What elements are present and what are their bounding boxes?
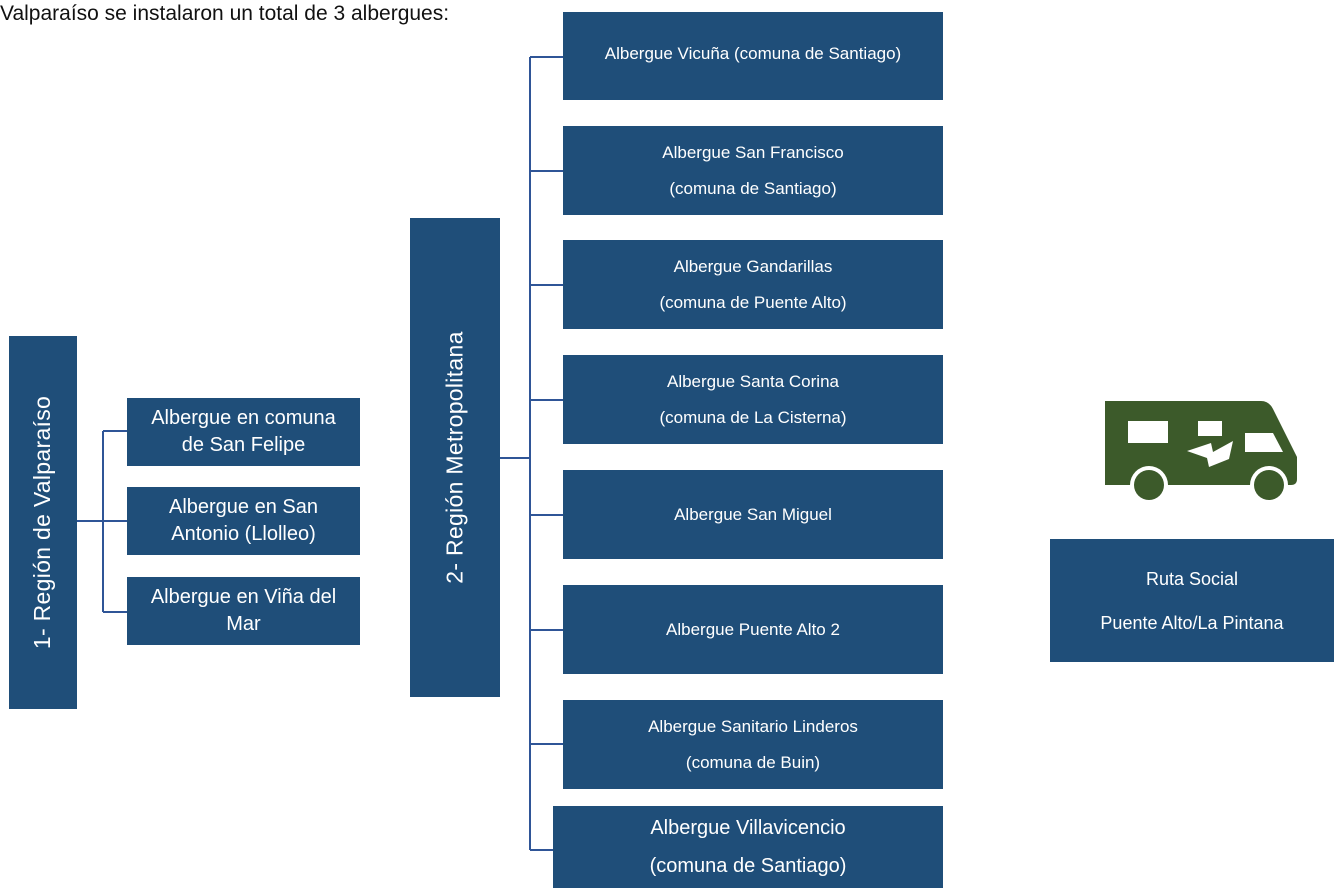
albergue-line1: Albergue San Francisco xyxy=(662,142,844,162)
albergue-line2: Mar xyxy=(226,613,261,635)
albergue-line2: de San Felipe xyxy=(181,434,306,456)
albergue-line2: (comuna de Santiago) xyxy=(669,178,837,198)
albergue-linderos-box: Albergue Sanitario Linderos (comuna de B… xyxy=(563,700,943,789)
albergue-line1: Albergue en Viña del xyxy=(150,586,337,608)
albergue-line1: Albergue Gandarillas xyxy=(673,256,833,276)
albergue-line2: (comuna de Buin) xyxy=(685,752,821,772)
albergue-line2: (comuna de Puente Alto) xyxy=(659,292,847,312)
region-metropolitana-label: 2- Región Metropolitana xyxy=(441,331,468,584)
albergue-san-antonio-box: Albergue en San Antonio (Llolleo) xyxy=(127,487,360,555)
albergue-vina-del-mar-box: Albergue en Viña del Mar xyxy=(127,577,360,645)
ruta-social-title: Ruta Social xyxy=(1145,568,1239,589)
albergue-line1: Albergue San Miguel xyxy=(674,504,832,524)
intro-text: Valparaíso se instalaron un total de 3 a… xyxy=(0,2,450,25)
albergue-line2: (comuna de Santiago) xyxy=(649,855,847,877)
camper-van-icon xyxy=(1105,401,1297,504)
albergue-san-felipe-box: Albergue en comuna de San Felipe xyxy=(127,398,360,466)
albergue-san-miguel-box: Albergue San Miguel xyxy=(563,470,943,559)
ruta-social-box: Ruta Social Puente Alto/La Pintana xyxy=(1050,539,1334,662)
albergue-san-francisco-box: Albergue San Francisco (comuna de Santia… xyxy=(563,126,943,215)
albergue-line2: Antonio (Llolleo) xyxy=(171,523,316,545)
albergue-gandarillas-box: Albergue Gandarillas (comuna de Puente A… xyxy=(563,240,943,329)
albergue-puente-alto-2-box: Albergue Puente Alto 2 xyxy=(563,585,943,674)
albergue-line1: Albergue Puente Alto 2 xyxy=(666,619,840,639)
albergue-line1: Albergue Vicuña (comuna de Santiago) xyxy=(604,44,902,63)
albergue-line1: Albergue Sanitario Linderos xyxy=(648,716,858,736)
albergue-line1: Albergue Villavicencio xyxy=(650,817,846,839)
albergue-line1: Albergue en comuna xyxy=(151,407,336,429)
ruta-social-subtitle: Puente Alto/La Pintana xyxy=(1100,612,1284,633)
albergue-line1: Albergue en San xyxy=(168,496,318,518)
albergue-santa-corina-box: Albergue Santa Corina (comuna de La Cist… xyxy=(563,355,943,444)
region-valparaiso-label: 1- Región de Valparaíso xyxy=(29,395,56,650)
region-valparaiso-box: 1- Región de Valparaíso xyxy=(9,336,77,709)
albergue-line2: (comuna de La Cisterna) xyxy=(659,407,847,427)
albergue-line1: Albergue Santa Corina xyxy=(666,371,839,391)
albergue-villavicencio-box: Albergue Villavicencio (comuna de Santia… xyxy=(553,806,943,888)
albergue-vicuna-box: Albergue Vicuña (comuna de Santiago) xyxy=(563,12,943,100)
region-metropolitana-box: 2- Región Metropolitana xyxy=(410,218,500,697)
